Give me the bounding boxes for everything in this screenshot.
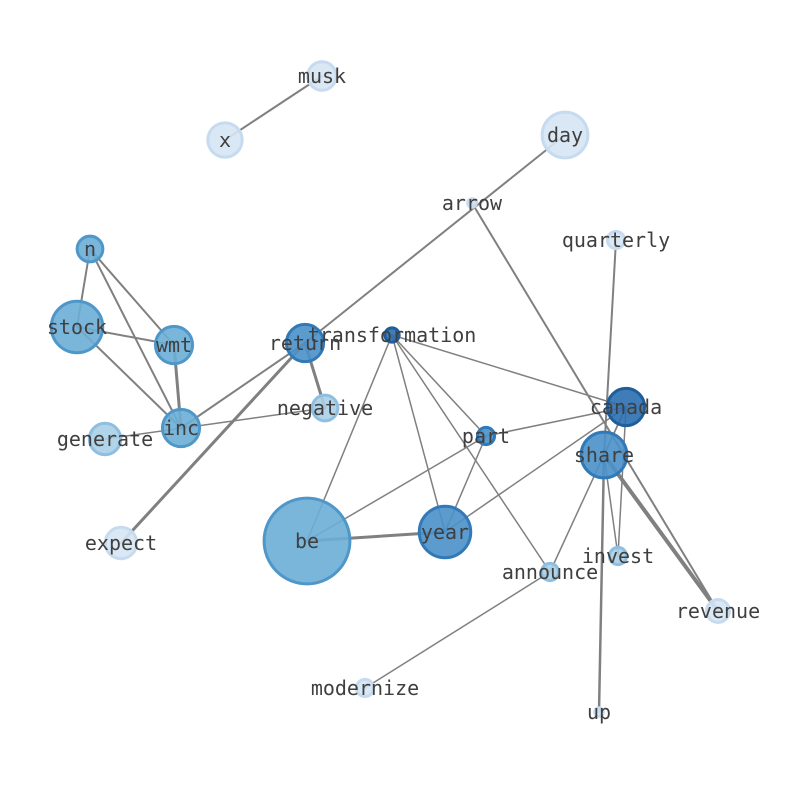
edge-transformation-announce [391,334,551,573]
edge-announce-modernize [364,571,551,689]
node-year [417,504,473,560]
edge-transformation-year [391,334,446,533]
node-generate [87,421,123,457]
edge-return-expect [119,341,307,545]
node-n [75,234,105,264]
edge-share-up [597,453,606,714]
node-stock [49,299,105,355]
node-label-musk: musk [298,64,346,88]
node-label-modernize: modernize [311,676,419,700]
node-label-arrow: arrow [442,191,503,215]
node-label-n: n [84,237,96,261]
node-label-canada: canada [590,395,662,419]
node-label-be: be [295,529,319,553]
node-label-up: up [587,700,611,724]
node-label-negative: negative [277,396,373,420]
edge-transformation-part [391,334,487,437]
edge-year-canada [444,406,627,533]
node-label-part: part [462,424,510,448]
edge-generate-negative [104,407,326,440]
edge-quarterly-share [603,239,617,456]
node-label-inc: inc [163,416,199,440]
node-part [475,425,497,447]
node-modernize [354,677,376,699]
node-share [579,430,629,480]
node-announce [539,561,561,583]
node-arrow [466,197,478,209]
edge-day-return [304,134,566,344]
node-label-revenue: revenue [676,599,760,623]
node-label-wmt: wmt [156,333,192,357]
node-invest [607,545,629,567]
node-x [206,121,244,159]
edge-part-canada [485,406,627,437]
node-revenue [705,598,731,624]
node-expect [103,525,139,561]
node-be [262,496,352,586]
edge-transformation-canada [391,334,627,408]
node-label-generate: generate [57,427,153,451]
node-negative [310,393,340,423]
node-day [540,110,590,160]
node-up [593,706,605,718]
node-wmt [153,324,195,366]
node-label-stock: stock [47,315,107,339]
node-label-transformation: transformation [308,323,477,347]
node-inc [160,407,202,449]
node-musk [306,60,338,92]
edge-musk-x [224,75,323,141]
node-label-return: return [269,331,341,355]
node-label-quarterly: quarterly [562,228,670,252]
edge-inc-return [180,342,306,429]
node-label-day: day [547,123,583,147]
edge-share-revenue [602,453,720,613]
node-return [284,322,326,364]
node-canada [605,386,647,428]
node-transformation [383,326,401,344]
node-label-invest: invest [582,544,654,568]
node-layer [49,60,731,718]
label-layer: musk x day arrow quarterly n stock wmt returntra… [47,64,760,724]
edge-arrow-revenue [471,202,719,612]
node-label-expect: expect [85,531,157,555]
edge-n-wmt [89,248,175,346]
node-label-share: share [574,443,634,467]
node-label-x: x [219,128,231,152]
node-label-year: year [421,520,469,544]
node-label-announce: announce [502,560,598,584]
node-quarterly [605,229,627,251]
